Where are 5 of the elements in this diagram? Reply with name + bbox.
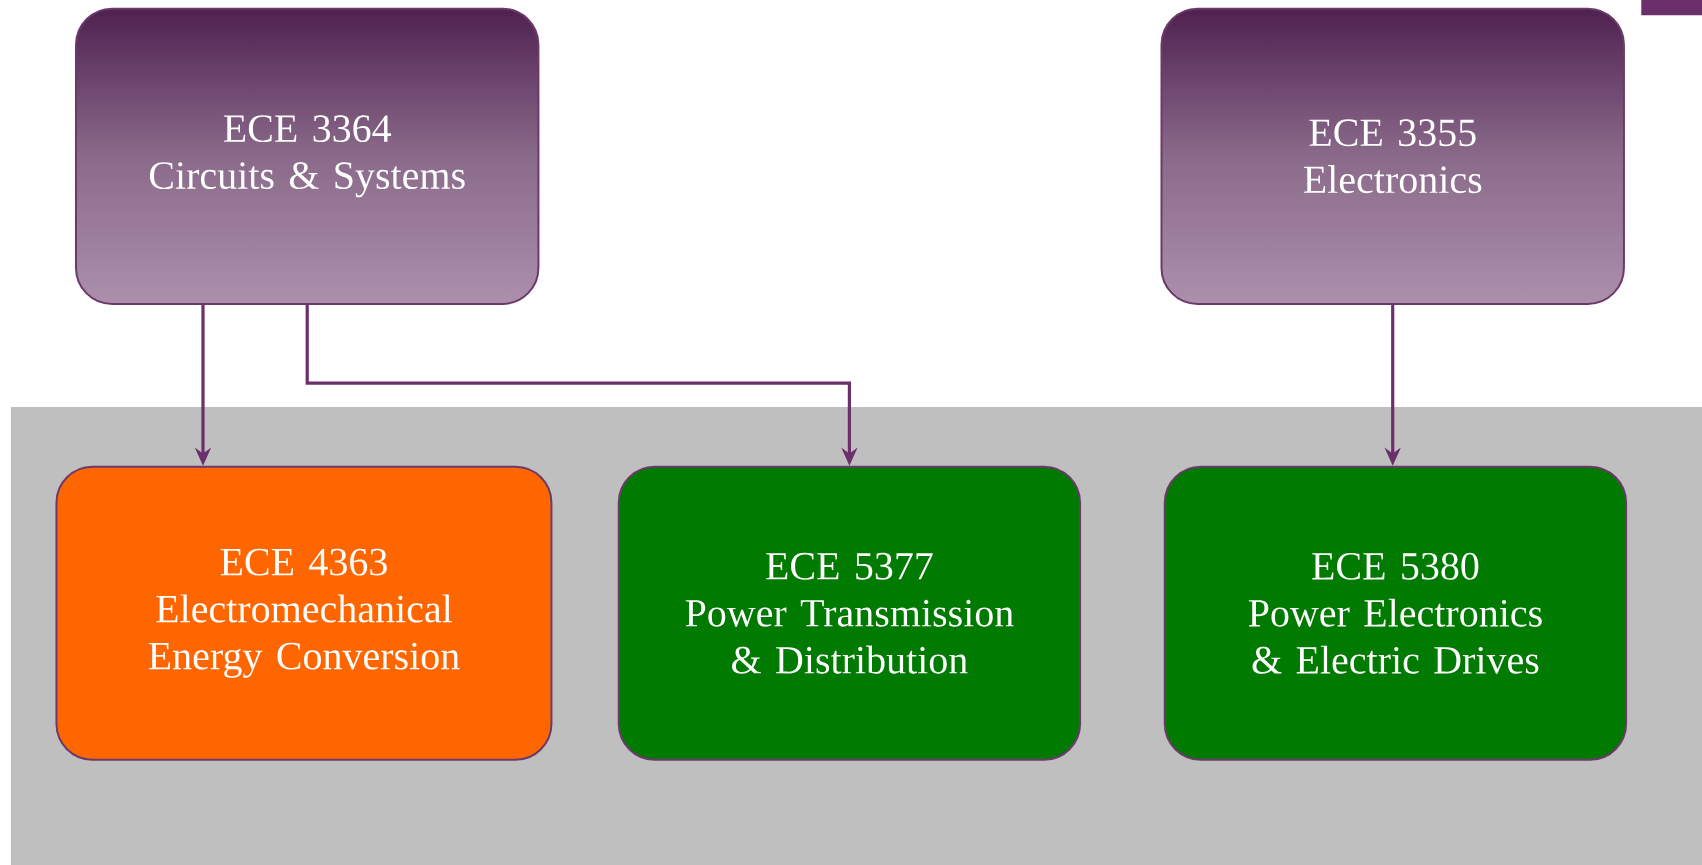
course-box: ECE 3364 Circuits & Systems [75,7,540,305]
course-box: ECE 3355 Electronics [1160,7,1625,305]
course-box: ECE 5377 Power Transmission & Distribution [617,465,1082,761]
course-box: ECE 4363 Electromechanical Energy Conversion [55,465,553,761]
course-box: ECE 5380 Power Electronics & Electric Drives [1163,465,1628,761]
